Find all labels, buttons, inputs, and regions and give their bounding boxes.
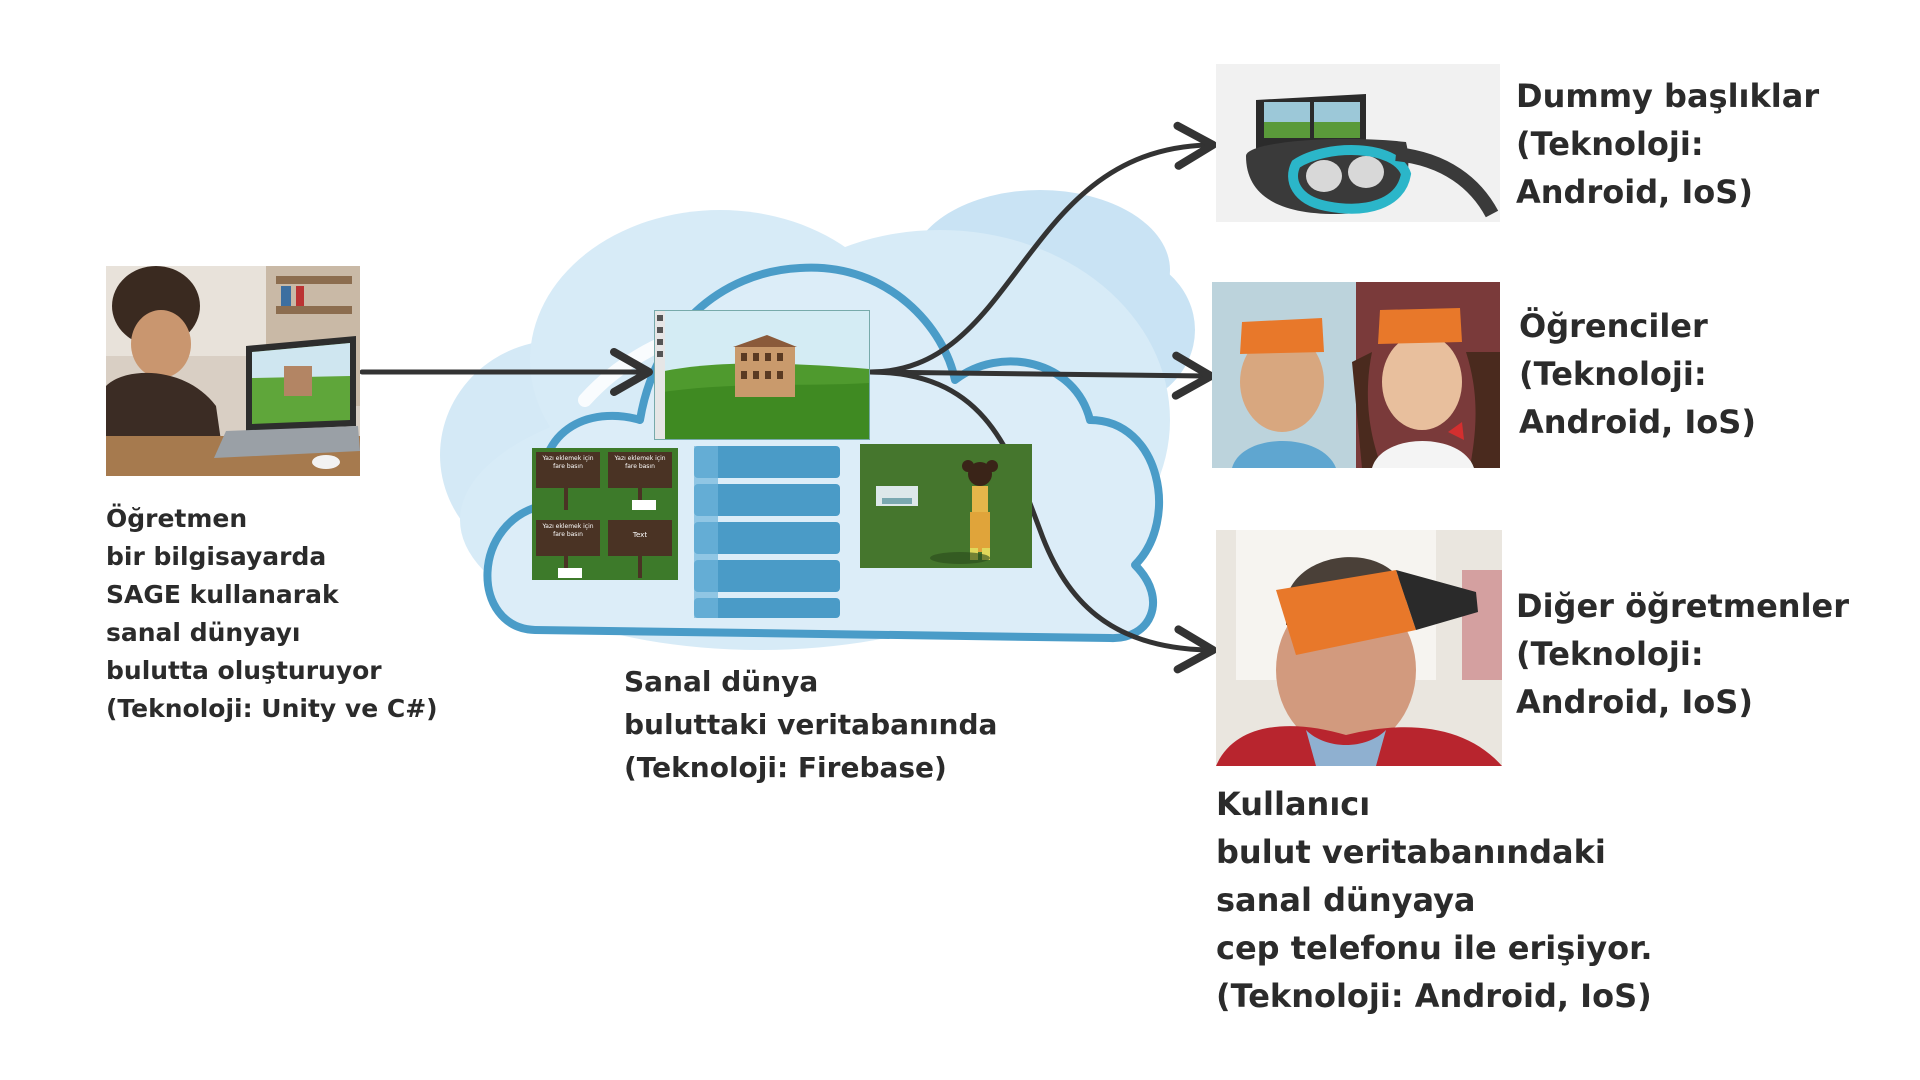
arrow-cloud-to-teachers (867, 369, 1217, 674)
database-icon (694, 446, 840, 618)
cloud-caption: Sanal dünya buluttaki veritabanında (Tek… (624, 660, 997, 789)
vr-headsets-caption: Dummy başlıklar (Teknoloji: Android, IoS… (1516, 72, 1819, 216)
cloud-caption-line: Sanal dünya (624, 665, 819, 698)
students-caption-line: (Teknoloji: (1519, 355, 1707, 393)
students-caption-line: Öğrenciler (1519, 307, 1708, 345)
teacher-caption-line: (Teknoloji: Unity ve C#) (106, 694, 438, 723)
sign-2: Yazı eklemek için fare basın (608, 452, 672, 488)
teacher-photo (106, 266, 360, 476)
students-photo (1212, 282, 1500, 468)
teacher-with-headset-photo (1216, 530, 1502, 766)
user-caption-line: sanal dünyaya (1216, 881, 1476, 919)
students-caption-line: Android, IoS) (1519, 403, 1756, 441)
teacher-caption-line: SAGE kullanarak (106, 580, 339, 609)
vr-caption-line: (Teknoloji: (1516, 125, 1704, 163)
teacher-caption-line: sanal dünyayı (106, 618, 301, 647)
arrow-cloud-to-vr (867, 121, 1217, 375)
vr-headset-photo (1216, 64, 1500, 222)
arrow-cloud-to-students (867, 351, 1215, 400)
cloud-caption-line: buluttaki veritabanında (624, 708, 998, 741)
sign-3: Yazı eklemek için fare basın (536, 520, 600, 556)
cloud-caption-line: (Teknoloji: Firebase) (624, 751, 947, 784)
students-caption: Öğrenciler (Teknoloji: Android, IoS) (1519, 302, 1756, 446)
virtual-world-screenshot (654, 310, 870, 440)
teacher-caption: Öğretmen bir bilgisayarda SAGE kullanara… (106, 500, 438, 728)
user-caption-line: bulut veritabanındaki (1216, 833, 1606, 871)
teachers-caption-line: Diğer öğretmenler (1516, 587, 1850, 625)
vr-caption-line: Dummy başlıklar (1516, 77, 1820, 115)
teacher-caption-line: Öğretmen (106, 504, 248, 533)
user-caption-line: cep telefonu ile erişiyor. (1216, 929, 1653, 967)
avatar-screenshot (860, 444, 1032, 568)
other-teachers-caption: Diğer öğretmenler (Teknoloji: Android, I… (1516, 582, 1849, 726)
user-caption: Kullanıcı bulut veritabanındaki sanal dü… (1216, 780, 1652, 1020)
teachers-caption-line: Android, IoS) (1516, 683, 1753, 721)
sign-4: Text (608, 520, 672, 556)
teacher-caption-line: bulutta oluşturuyor (106, 656, 382, 685)
user-caption-line: (Teknoloji: Android, IoS) (1216, 977, 1652, 1015)
signs-screenshot: Yazı eklemek için fare basın Yazı ekleme… (532, 448, 678, 580)
vr-caption-line: Android, IoS) (1516, 173, 1753, 211)
sign-1: Yazı eklemek için fare basın (536, 452, 600, 488)
teachers-caption-line: (Teknoloji: (1516, 635, 1704, 673)
teacher-caption-line: bir bilgisayarda (106, 542, 327, 571)
user-caption-line: Kullanıcı (1216, 785, 1371, 823)
